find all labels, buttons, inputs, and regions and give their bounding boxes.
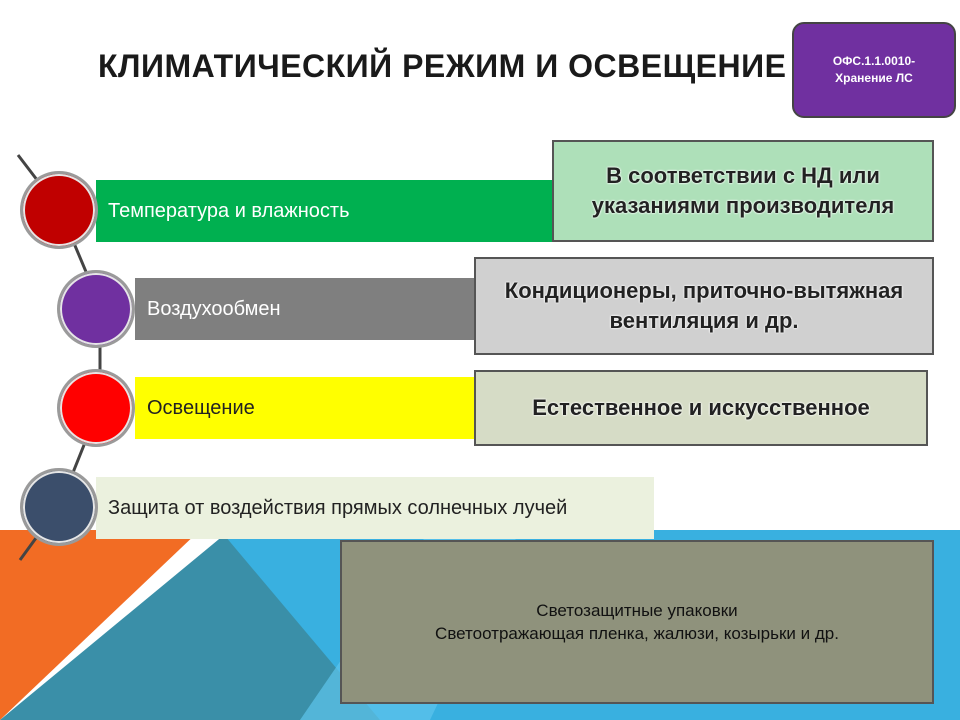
circle-temperature [20, 171, 98, 249]
band-lighting: Освещение [135, 377, 480, 439]
band-temperature-label: Температура и влажность [108, 199, 350, 222]
badge-subtitle: Хранение ЛС [835, 71, 913, 85]
slide-title: Климатический режим и освещение [98, 48, 787, 84]
detail-lighting: Естественное и искусственное [474, 370, 928, 446]
band-sun-protection: Защита от воздействия прямых солнечных л… [96, 477, 654, 539]
standard-badge: ОФС.1.1.0010- Хранение ЛС [792, 22, 956, 118]
detail-sun-protection: Светозащитные упаковки Светоотражающая п… [340, 540, 934, 704]
detail-lighting-text: Естественное и искусственное [532, 395, 870, 420]
detail-sun-protection-line2: Светоотражающая пленка, жалюзи, козырьки… [435, 624, 839, 643]
detail-temperature: В соответствии с НД или указаниями произ… [552, 140, 934, 242]
detail-air-exchange-text: Кондиционеры, приточно-вытяжная вентиляц… [504, 278, 904, 333]
detail-temperature-text: В соответствии с НД или указаниями произ… [591, 163, 895, 218]
band-lighting-label: Освещение [147, 396, 255, 419]
circle-lighting [57, 369, 135, 447]
detail-sun-protection-line1: Светозащитные упаковки [536, 601, 738, 620]
detail-air-exchange: Кондиционеры, приточно-вытяжная вентиляц… [474, 257, 934, 355]
circle-air-exchange [57, 270, 135, 348]
badge-code: ОФС.1.1.0010- [832, 54, 916, 68]
band-air-exchange: Воздухообмен [135, 278, 480, 340]
bg-orange-shape [0, 530, 200, 720]
band-sun-protection-label: Защита от воздействия прямых солнечных л… [108, 496, 568, 519]
circle-sun-protection [20, 468, 98, 546]
band-air-exchange-label: Воздухообмен [147, 297, 281, 320]
band-temperature: Температура и влажность [96, 180, 556, 242]
